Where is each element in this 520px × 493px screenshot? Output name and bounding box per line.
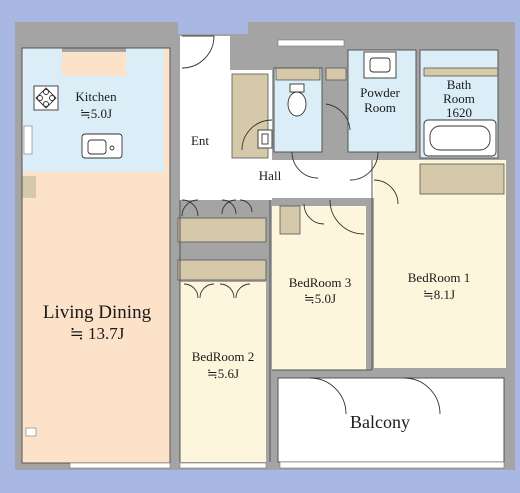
- storage-bedroom2: [177, 259, 267, 281]
- entrance-label: Ent: [191, 133, 209, 148]
- interior-walls: [21, 47, 505, 464]
- bedroom2-label: BedRoom 2: [192, 349, 254, 364]
- storage-hall: [177, 217, 267, 243]
- bath-room-size: 1620: [446, 105, 472, 120]
- storage-bedroom1: [419, 163, 505, 195]
- wall-notch: [178, 22, 248, 34]
- balcony-label: Balcony: [350, 412, 410, 432]
- hall-floor: [180, 160, 420, 198]
- bedroom2-floor: [180, 282, 266, 462]
- bedroom3-label: BedRoom 3: [289, 275, 351, 290]
- washbasin-icon: [363, 51, 397, 79]
- bathtub-icon: [423, 119, 497, 157]
- bedroom3-size: ≒5.0J: [304, 291, 336, 306]
- storage-bath-top: [423, 67, 499, 77]
- living-dining-size: ≒ 13.7J: [70, 324, 125, 343]
- storage-top-strip: [325, 67, 347, 81]
- bath-room-label: Bath: [447, 77, 472, 92]
- bedroom2-size: ≒5.6J: [207, 366, 239, 381]
- door-swing-icon: [181, 35, 441, 415]
- living-dining-label: Living Dining: [43, 302, 152, 323]
- living-wall-left: [22, 176, 36, 198]
- bedroom1-size: ≒8.1J: [423, 287, 455, 302]
- powder-room-label: Powder: [360, 85, 400, 100]
- bath-room-label-2: Room: [443, 91, 475, 106]
- kitchen-size: ≒5.0J: [80, 106, 112, 121]
- stove-icon: [33, 85, 59, 111]
- kitchen-floor: [22, 48, 164, 172]
- kitchen-label: Kitchen: [75, 89, 117, 104]
- washbasin-icon: [257, 129, 273, 149]
- balcony-floor: [278, 378, 504, 462]
- powder-room-label-2: Room: [364, 100, 396, 115]
- toilet-icon: [287, 83, 307, 117]
- bedroom1-label: BedRoom 1: [408, 270, 470, 285]
- storage-bedroom3: [279, 205, 301, 235]
- storage-toilet: [275, 67, 321, 81]
- sink-icon: [81, 133, 123, 159]
- window-sills: [23, 39, 505, 469]
- hall-label: Hall: [259, 168, 282, 183]
- kitchen-top-wall: [62, 48, 126, 52]
